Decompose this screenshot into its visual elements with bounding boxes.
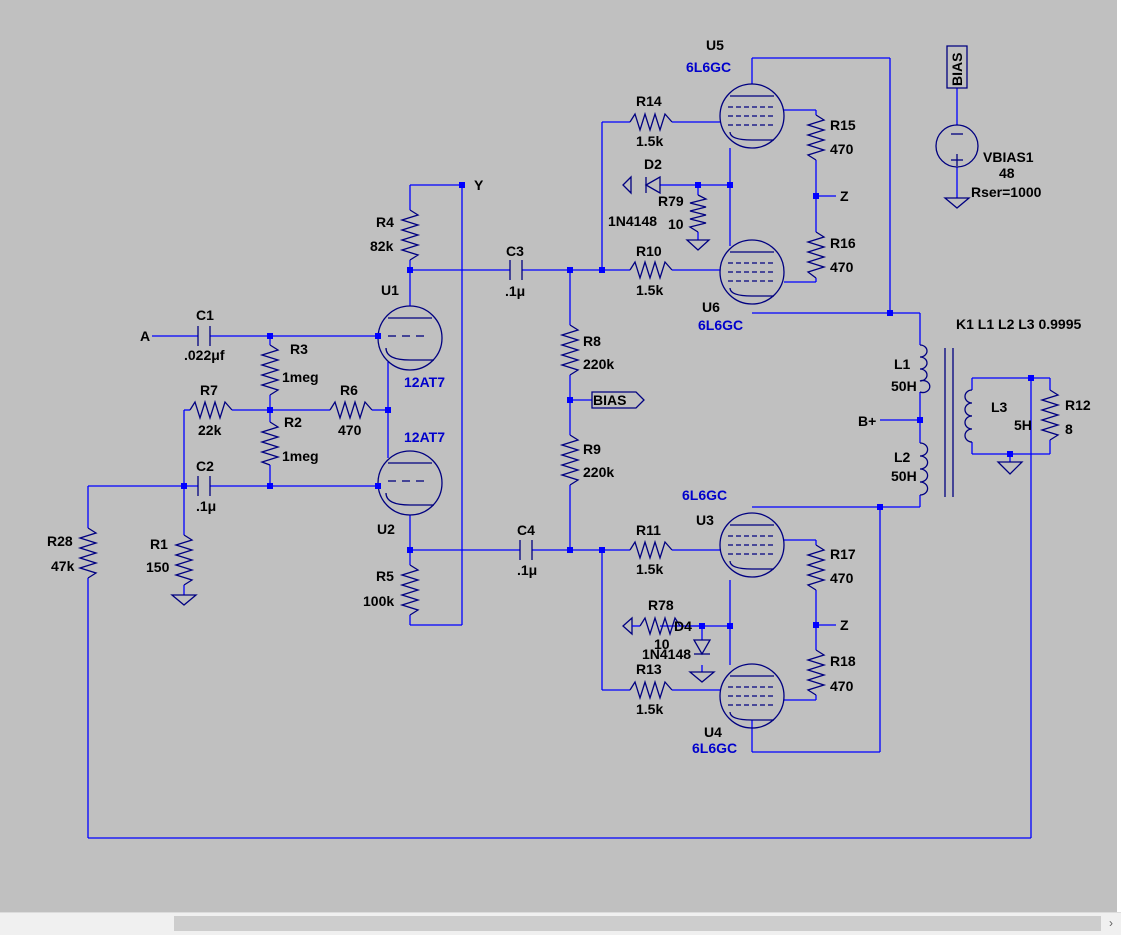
label-R1: R1: [150, 536, 168, 552]
label-VBIAS1-value: 48: [999, 165, 1015, 181]
label-R79: R79: [658, 193, 684, 209]
label-U3-model: 6L6GC: [682, 487, 727, 503]
label-R78: R78: [648, 597, 674, 613]
label-C1: C1: [196, 307, 214, 323]
net-label-BIAS: BIAS: [593, 392, 626, 408]
label-C2-value: .1μ: [196, 498, 216, 514]
label-R6: R6: [340, 382, 358, 398]
label-R18: R18: [830, 653, 856, 669]
label-U6: U6: [702, 299, 720, 315]
label-K1: K1 L1 L2 L3 0.9995: [956, 316, 1082, 332]
net-label-A: A: [140, 328, 150, 344]
label-C4: C4: [517, 522, 535, 538]
net-flags: [591, 45, 979, 636]
label-R13: R13: [636, 661, 662, 677]
diodes: [644, 175, 712, 656]
label-R15-value: 470: [830, 141, 854, 157]
label-L1: L1: [894, 356, 911, 372]
label-R9: R9: [583, 441, 601, 457]
label-R2: R2: [284, 414, 302, 430]
label-R13-value: 1.5k: [636, 701, 663, 717]
label-D2-model: 1N4148: [608, 213, 657, 229]
label-U5: U5: [706, 37, 724, 53]
label-C3: C3: [506, 243, 524, 259]
label-U6-model: 6L6GC: [698, 317, 743, 333]
label-R10-value: 1.5k: [636, 282, 663, 298]
label-L2-value: 50H: [891, 468, 917, 484]
resistors: [77, 111, 1061, 701]
label-U4-model: 6L6GC: [692, 740, 737, 756]
label-R5: R5: [376, 568, 394, 584]
wires: [87, 57, 1051, 839]
label-R7-value: 22k: [198, 422, 222, 438]
label-R18-value: 470: [830, 678, 854, 694]
tubes: [377, 83, 785, 729]
label-R28-value: 47k: [51, 558, 75, 574]
label-R4-value: 82k: [370, 238, 394, 254]
label-R79-value: 10: [668, 216, 684, 232]
label-R28: R28: [47, 533, 73, 549]
label-U1-model: 12AT7: [404, 374, 445, 390]
label-VBIAS1-rser: Rser=1000: [971, 184, 1042, 200]
label-R17-value: 470: [830, 570, 854, 586]
net-label-Z-bottom: Z: [840, 617, 849, 633]
junctions: [181, 182, 1034, 629]
label-R3-value: 1meg: [282, 369, 319, 385]
label-U2-model: 12AT7: [404, 429, 445, 445]
label-R16: R16: [830, 235, 856, 251]
label-R11: R11: [636, 522, 661, 538]
label-R12-value: 8: [1065, 421, 1073, 437]
label-R8: R8: [583, 333, 601, 349]
scroll-right-arrow-icon[interactable]: ›: [1109, 916, 1113, 930]
label-R6-value: 470: [338, 422, 362, 438]
label-C3-value: .1μ: [505, 283, 525, 299]
label-L3-value: 5H: [1014, 417, 1032, 433]
label-C4-value: .1μ: [517, 562, 537, 578]
label-R15: R15: [830, 117, 856, 133]
label-R9-value: 220k: [583, 464, 614, 480]
label-R10: R10: [636, 243, 662, 259]
grounds: [170, 197, 1024, 683]
label-R14-value: 1.5k: [636, 133, 663, 149]
label-R7: R7: [200, 382, 218, 398]
label-R5-value: 100k: [363, 593, 394, 609]
label-R78-value: 10: [654, 636, 670, 652]
canvas-right-edge: [1117, 0, 1121, 912]
capacitors: [197, 260, 533, 560]
label-D4: D4: [674, 618, 692, 634]
label-R11-value: 1.5k: [636, 561, 663, 577]
transformer: [919, 344, 973, 497]
label-D2: D2: [644, 156, 662, 172]
label-VBIAS1: VBIAS1: [983, 149, 1034, 165]
label-U2: U2: [377, 521, 395, 537]
label-R14: R14: [636, 93, 662, 109]
component-labels: U5 6L6GC U6 6L6GC 6L6GC U3 U4 6L6GC U1 1…: [47, 37, 1091, 756]
label-U1: U1: [381, 282, 399, 298]
label-D4-model: 1N4148: [642, 646, 691, 662]
label-R8-value: 220k: [583, 356, 614, 372]
label-Bplus: B+: [858, 413, 876, 429]
label-U4: U4: [704, 724, 722, 740]
horizontal-scrollbar[interactable]: ›: [0, 912, 1121, 935]
label-R16-value: 470: [830, 259, 854, 275]
net-label-Y: Y: [474, 177, 484, 193]
label-R4: R4: [376, 214, 394, 230]
label-U3: U3: [696, 512, 714, 528]
label-R12: R12: [1065, 397, 1091, 413]
schematic-diagram: U5 6L6GC U6 6L6GC 6L6GC U3 U4 6L6GC U1 1…: [47, 37, 1091, 839]
label-R3: R3: [290, 341, 308, 357]
label-R1-value: 150: [146, 559, 170, 575]
label-L1-value: 50H: [891, 378, 917, 394]
label-R2-value: 1meg: [282, 448, 319, 464]
scrollbar-thumb[interactable]: [174, 916, 1101, 931]
label-U5-model: 6L6GC: [686, 59, 731, 75]
net-label-Z-top: Z: [840, 188, 849, 204]
label-C2: C2: [196, 458, 214, 474]
label-R17: R17: [830, 546, 856, 562]
label-C1-value: .022μf: [184, 347, 225, 363]
net-label-BIAS-top: BIAS: [949, 53, 965, 86]
label-L2: L2: [894, 449, 911, 465]
label-L3: L3: [991, 399, 1008, 415]
